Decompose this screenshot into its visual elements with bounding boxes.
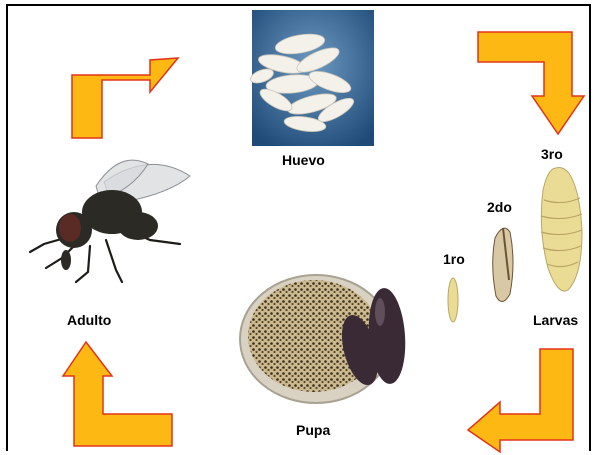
adult-label: Adulto [67, 312, 111, 328]
egg-cluster-icon [249, 10, 374, 146]
arrow-egg-to-larvae [478, 32, 584, 134]
egg-label: Huevo [282, 152, 325, 168]
third-instar-label: 3ro [541, 146, 563, 162]
third-instar-larva-icon [541, 168, 582, 292]
arrow-pupa-to-adult [63, 342, 172, 446]
pupa-label: Pupa [296, 422, 330, 438]
arrow-adult-to-egg [72, 58, 178, 138]
second-instar-label: 2do [487, 199, 512, 215]
first-instar-label: 1ro [443, 251, 465, 267]
arrow-larvae-to-pupa [468, 349, 573, 452]
first-instar-larva-icon [448, 278, 458, 322]
housefly-icon [30, 160, 190, 282]
pupa-dish-icon [240, 275, 408, 403]
second-instar-larva-icon [493, 228, 513, 302]
larvae-label: Larvas [533, 312, 578, 328]
